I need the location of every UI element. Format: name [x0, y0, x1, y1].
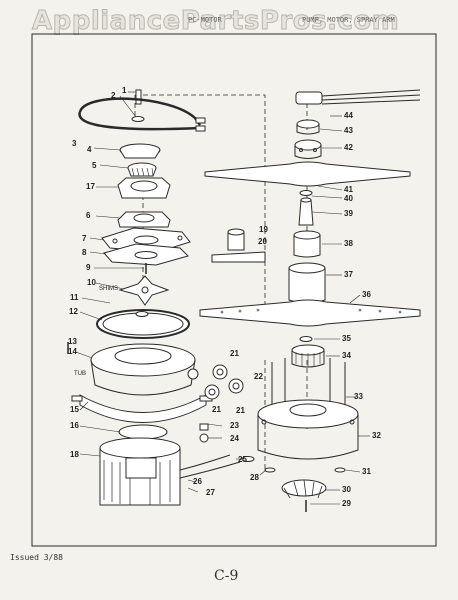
callout-part-7: 7 — [82, 234, 87, 243]
callout-part-26: 26 — [193, 477, 202, 486]
callout-part-15: 15 — [70, 405, 79, 414]
hub-nut-part — [299, 190, 313, 196]
callout-part-30: 30 — [342, 485, 351, 494]
guard-part — [117, 211, 171, 228]
leader-lines — [75, 91, 370, 505]
callout-part-20: 20 — [258, 237, 267, 246]
collar-part — [293, 230, 321, 258]
lower-spray-arm-part — [199, 299, 421, 327]
callout-part-28: 28 — [250, 473, 259, 482]
callout-tub: TUB — [74, 371, 86, 377]
motor-part — [99, 437, 241, 506]
gasket-part — [101, 227, 191, 253]
page-number: C-9 — [214, 568, 239, 584]
callout-part-13: 13 — [68, 337, 77, 346]
callout-part-4: 4 — [87, 145, 92, 154]
mount-screws-part — [264, 467, 346, 473]
nut-part — [199, 433, 209, 443]
base-plate-part — [71, 394, 213, 423]
upper-spray-arm-part — [204, 161, 411, 187]
callout-part-21: 21 — [230, 349, 239, 358]
plate-part — [103, 243, 189, 266]
callout-part-1: 1 — [122, 86, 127, 95]
sump-tub-part — [90, 343, 199, 396]
callout-part-23: 23 — [230, 421, 239, 430]
spacer-part — [211, 228, 266, 263]
callout-part-38: 38 — [344, 239, 353, 248]
callout-part-2: 2 — [111, 91, 116, 100]
callout-part-9: 9 — [86, 263, 91, 272]
callout-part-39: 39 — [344, 209, 353, 218]
diagram-frame — [31, 33, 437, 547]
callout-part-40: 40 — [344, 194, 353, 203]
callout-part-21: 21 — [236, 406, 245, 415]
hose-connector-part — [295, 89, 421, 105]
support-rods-part — [271, 358, 346, 410]
callout-part-14: 14 — [68, 347, 77, 356]
pump-housing-part — [117, 177, 171, 199]
spray-arm-nut-part — [296, 119, 320, 135]
callout-part-27: 27 — [206, 488, 215, 497]
heater-element-part — [78, 97, 202, 126]
sleeve-part — [288, 262, 326, 304]
callout-part-24: 24 — [230, 434, 239, 443]
callout-part-31: 31 — [362, 467, 371, 476]
callout-part-22: 22 — [254, 372, 263, 381]
callout-part-25: 25 — [238, 455, 247, 464]
callout-part-37: 37 — [344, 270, 353, 279]
callout-part-17: 17 — [86, 182, 95, 191]
pump-body-part — [257, 399, 359, 460]
spray-tube-part — [298, 197, 314, 226]
callout-part-33: 33 — [354, 392, 363, 401]
seal-ring-part — [96, 309, 190, 339]
callout-shims: SHIMS — [99, 286, 119, 292]
issued-date: Issued 3/88 — [10, 553, 63, 562]
header-left-text: PC-MOTOR — [188, 16, 222, 24]
pump-head-part — [291, 344, 325, 368]
callout-part-8: 8 — [82, 248, 87, 257]
callout-part-19: 19 — [259, 225, 268, 234]
callout-part-5: 5 — [92, 161, 97, 170]
callout-part-6: 6 — [86, 211, 91, 220]
bolt-part — [131, 89, 145, 122]
callout-part-3: 3 — [72, 139, 77, 148]
callout-part-35: 35 — [342, 334, 351, 343]
header-right-text: PUMP, MOTOR, SPRAY ARM — [302, 16, 395, 24]
callout-part-21: 21 — [212, 405, 221, 414]
callout-part-11: 11 — [70, 293, 79, 302]
chopper-blade-part — [118, 275, 170, 306]
impeller-part — [127, 162, 157, 177]
callout-part-44: 44 — [344, 111, 353, 120]
callout-part-42: 42 — [344, 143, 353, 152]
callout-part-16: 16 — [70, 421, 79, 430]
callout-part-34: 34 — [342, 351, 351, 360]
seal-washer-part — [299, 336, 313, 342]
bearing-set-part — [204, 364, 244, 400]
callout-part-36: 36 — [362, 290, 371, 299]
callout-part-32: 32 — [372, 431, 381, 440]
callout-part-29: 29 — [342, 499, 351, 508]
callout-part-10: 10 — [87, 278, 96, 287]
callout-part-12: 12 — [69, 307, 78, 316]
watermark-logo: AppliancePartsPros.com — [31, 6, 400, 37]
lower-impeller-part — [281, 479, 327, 499]
cap-part — [119, 143, 161, 159]
clip-part — [199, 423, 209, 431]
callout-part-18: 18 — [70, 450, 79, 459]
upper-hub-part — [294, 139, 322, 159]
callout-part-41: 41 — [344, 185, 353, 194]
disc-part — [118, 424, 168, 440]
callout-part-43: 43 — [344, 126, 353, 135]
